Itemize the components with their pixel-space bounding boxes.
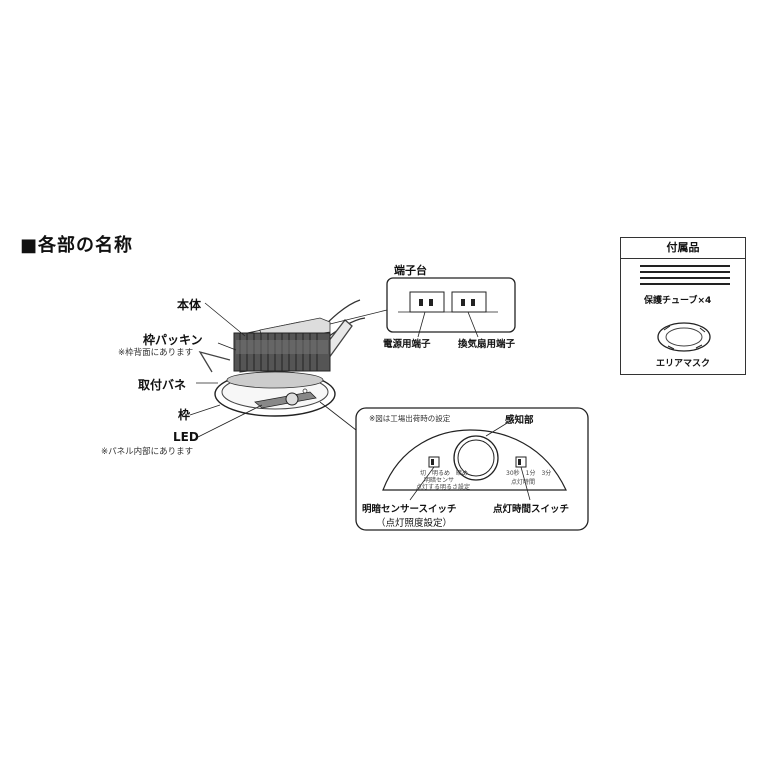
brightness-switch-sublabel: （点灯照度設定） [376, 518, 453, 529]
mask-label: エリアマスク [656, 359, 711, 369]
fan-terminal-label: 換気扇用端子 [458, 339, 516, 350]
accessories-title: 付属品 [621, 238, 745, 259]
right-switch-text-2: 点灯時間 [511, 479, 536, 486]
time-switch-label: 点灯時間スイッチ [493, 504, 570, 515]
mounting-spring-label: 取付バネ [138, 378, 187, 392]
power-terminal-label: 電源用端子 [383, 339, 431, 350]
left-switch-text-3: 点灯する明るさ設定 [416, 484, 471, 491]
frame-packing-label: 枠パッキン [143, 333, 203, 347]
factory-note: ※図は工場出荷時の設定 [369, 414, 451, 423]
section-title: ■各部の名称 [20, 235, 134, 256]
left-switch-text-1: 切 明るめ 暗め [420, 470, 469, 477]
frame-label: 枠 [178, 408, 191, 422]
brightness-switch-label: 明暗センサースイッチ [362, 504, 457, 515]
terminal-block-box [386, 277, 516, 333]
protective-tube-icon [640, 265, 730, 285]
body-label: 本体 [177, 298, 202, 312]
terminal-block-label: 端子台 [394, 264, 427, 277]
sensor-label: 感知部 [505, 415, 534, 426]
power-terminal [409, 291, 445, 313]
frame-packing-note: ※枠背面にあります [118, 348, 194, 358]
led-label: LED [173, 430, 199, 444]
spring-left [198, 350, 231, 373]
accessories-box: 付属品 [620, 237, 746, 375]
sensor-on-face [285, 392, 299, 406]
led-note: ※パネル内部にあります [101, 447, 194, 457]
fan-terminal [451, 291, 487, 313]
left-switch-text-2: 明暗センサ [424, 477, 455, 484]
right-switch-text-1: 30秒 1分 3分 [506, 470, 552, 477]
tube-label: 保護チューブ×4 [644, 296, 712, 306]
